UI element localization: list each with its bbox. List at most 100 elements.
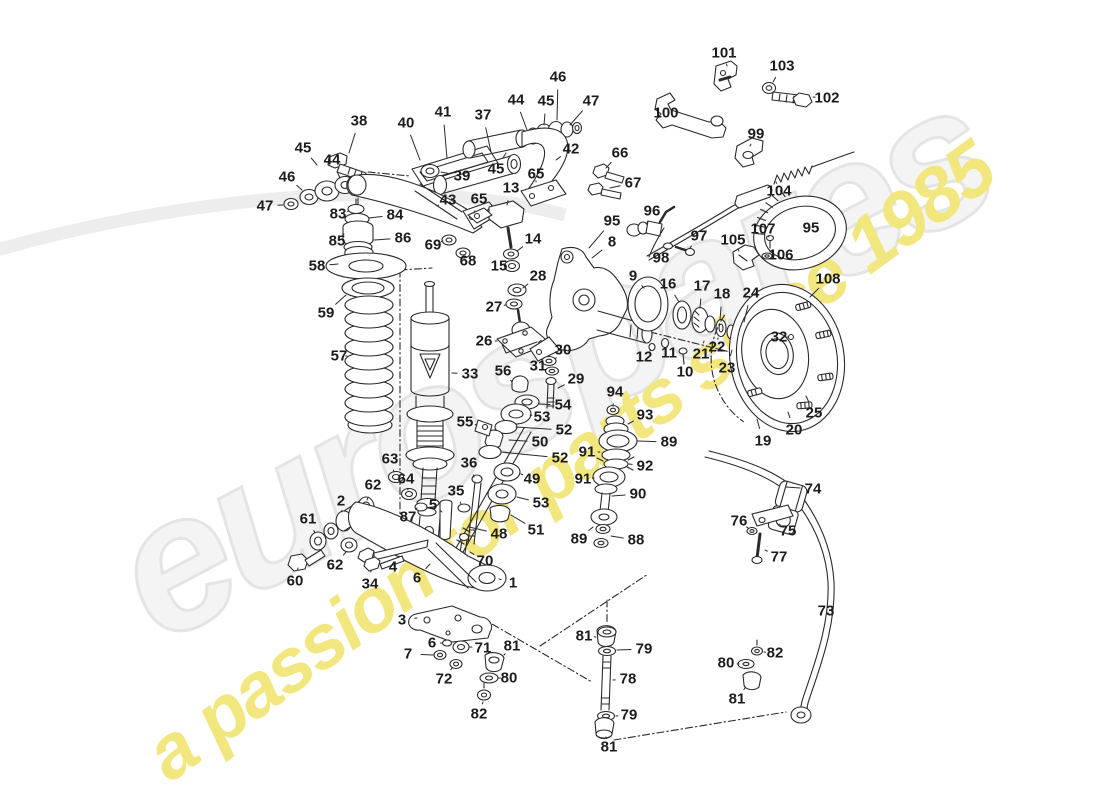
leader-line-76 (746, 526, 749, 529)
leader-line-53 (516, 496, 529, 501)
part-label-44: 44 (323, 151, 341, 169)
leader-line-14 (516, 246, 524, 252)
construction-lines (357, 171, 787, 741)
part-label-7: 7 (403, 645, 413, 663)
leader-line-48 (468, 526, 487, 532)
part-label-101: 101 (711, 44, 737, 62)
part-label-62: 62 (326, 556, 344, 574)
leader-line-58 (329, 263, 339, 266)
part-label-32: 32 (770, 328, 788, 346)
part-label-26: 26 (475, 332, 493, 350)
part-label-74: 74 (804, 480, 822, 498)
part-label-92: 92 (636, 457, 654, 475)
part-label-39: 39 (453, 167, 471, 185)
leader-line-24 (743, 305, 749, 323)
part-label-8: 8 (607, 233, 617, 251)
part-label-73: 73 (817, 602, 835, 620)
leader-line-103 (772, 76, 777, 83)
leader-line-41 (443, 124, 448, 159)
part-label-61: 61 (299, 510, 317, 528)
leader-line-81 (503, 653, 506, 656)
part-label-81: 81 (600, 738, 618, 756)
leader-line-68 (463, 255, 466, 258)
leader-line-88 (610, 535, 624, 539)
leader-line-72 (450, 667, 453, 671)
leader-line-87 (415, 507, 418, 510)
part-label-21: 21 (692, 345, 710, 363)
leader-line-13 (506, 200, 509, 206)
leader-line-67 (609, 185, 621, 189)
part-label-1: 1 (508, 574, 518, 592)
part-label-47: 47 (256, 197, 274, 215)
leader-line-44 (336, 171, 341, 179)
part-label-96: 96 (643, 202, 661, 220)
part-label-55: 55 (456, 413, 474, 431)
upper-wishbone (283, 173, 500, 259)
part-label-103: 103 (769, 57, 795, 75)
part-label-22: 22 (708, 338, 726, 356)
drop-link (594, 625, 617, 740)
lower-wishbone (287, 470, 507, 592)
leader-line-81 (743, 687, 746, 691)
part-label-24: 24 (742, 284, 760, 302)
leader-line-105 (737, 248, 740, 252)
leader-line-45 (543, 113, 546, 126)
part-label-95: 95 (802, 219, 820, 237)
part-label-64: 64 (397, 470, 415, 488)
part-label-54: 54 (554, 396, 572, 414)
leader-line-89 (588, 526, 594, 532)
part-label-65: 65 (527, 165, 545, 183)
top-brackets (654, 60, 813, 168)
leader-line-50 (508, 439, 528, 442)
part-label-80: 80 (500, 669, 518, 687)
speedo-cable (646, 151, 855, 261)
part-label-68: 68 (459, 252, 477, 270)
part-label-95: 95 (603, 212, 621, 230)
part-label-62: 62 (364, 476, 382, 494)
part-label-41: 41 (434, 103, 452, 121)
part-label-49: 49 (523, 470, 541, 488)
leader-lines (277, 63, 834, 739)
part-label-104: 104 (766, 182, 792, 200)
part-label-78: 78 (619, 670, 637, 688)
part-label-20: 20 (785, 421, 803, 439)
part-label-2: 2 (336, 492, 346, 510)
part-label-107: 107 (750, 220, 776, 238)
part-label-51: 51 (527, 521, 545, 539)
leader-line-52 (500, 451, 548, 458)
part-label-72: 72 (435, 670, 453, 688)
part-label-56: 56 (494, 362, 512, 380)
leader-line-51 (510, 514, 526, 524)
part-label-34: 34 (361, 575, 379, 593)
part-label-42: 42 (562, 140, 580, 158)
part-label-10: 10 (676, 363, 694, 381)
leader-line-29 (557, 384, 565, 389)
part-label-57: 57 (330, 347, 348, 365)
part-label-35: 35 (447, 482, 465, 500)
part-label-66: 66 (611, 144, 629, 162)
part-label-89: 89 (660, 433, 678, 451)
leader-line-79 (616, 648, 632, 651)
mount-plate (408, 605, 505, 701)
leader-line-82 (481, 701, 484, 705)
leader-line-65 (473, 210, 476, 214)
leader-line-46 (296, 185, 303, 191)
part-label-6: 6 (427, 634, 437, 652)
leader-line-40 (410, 134, 421, 161)
part-label-52: 52 (551, 449, 569, 467)
part-label-81: 81 (728, 690, 746, 708)
leader-line-17 (699, 298, 702, 309)
part-label-82: 82 (766, 644, 784, 662)
leader-line-38 (348, 132, 356, 154)
part-label-14: 14 (524, 230, 542, 248)
part-label-76: 76 (730, 512, 748, 530)
part-label-83: 83 (329, 205, 347, 223)
part-label-48: 48 (490, 525, 508, 543)
leader-line-84 (368, 215, 383, 219)
leader-line-95 (588, 230, 605, 249)
part-label-89: 89 (570, 530, 588, 548)
part-label-75: 75 (779, 522, 797, 540)
upper-link-assembly (462, 120, 625, 273)
